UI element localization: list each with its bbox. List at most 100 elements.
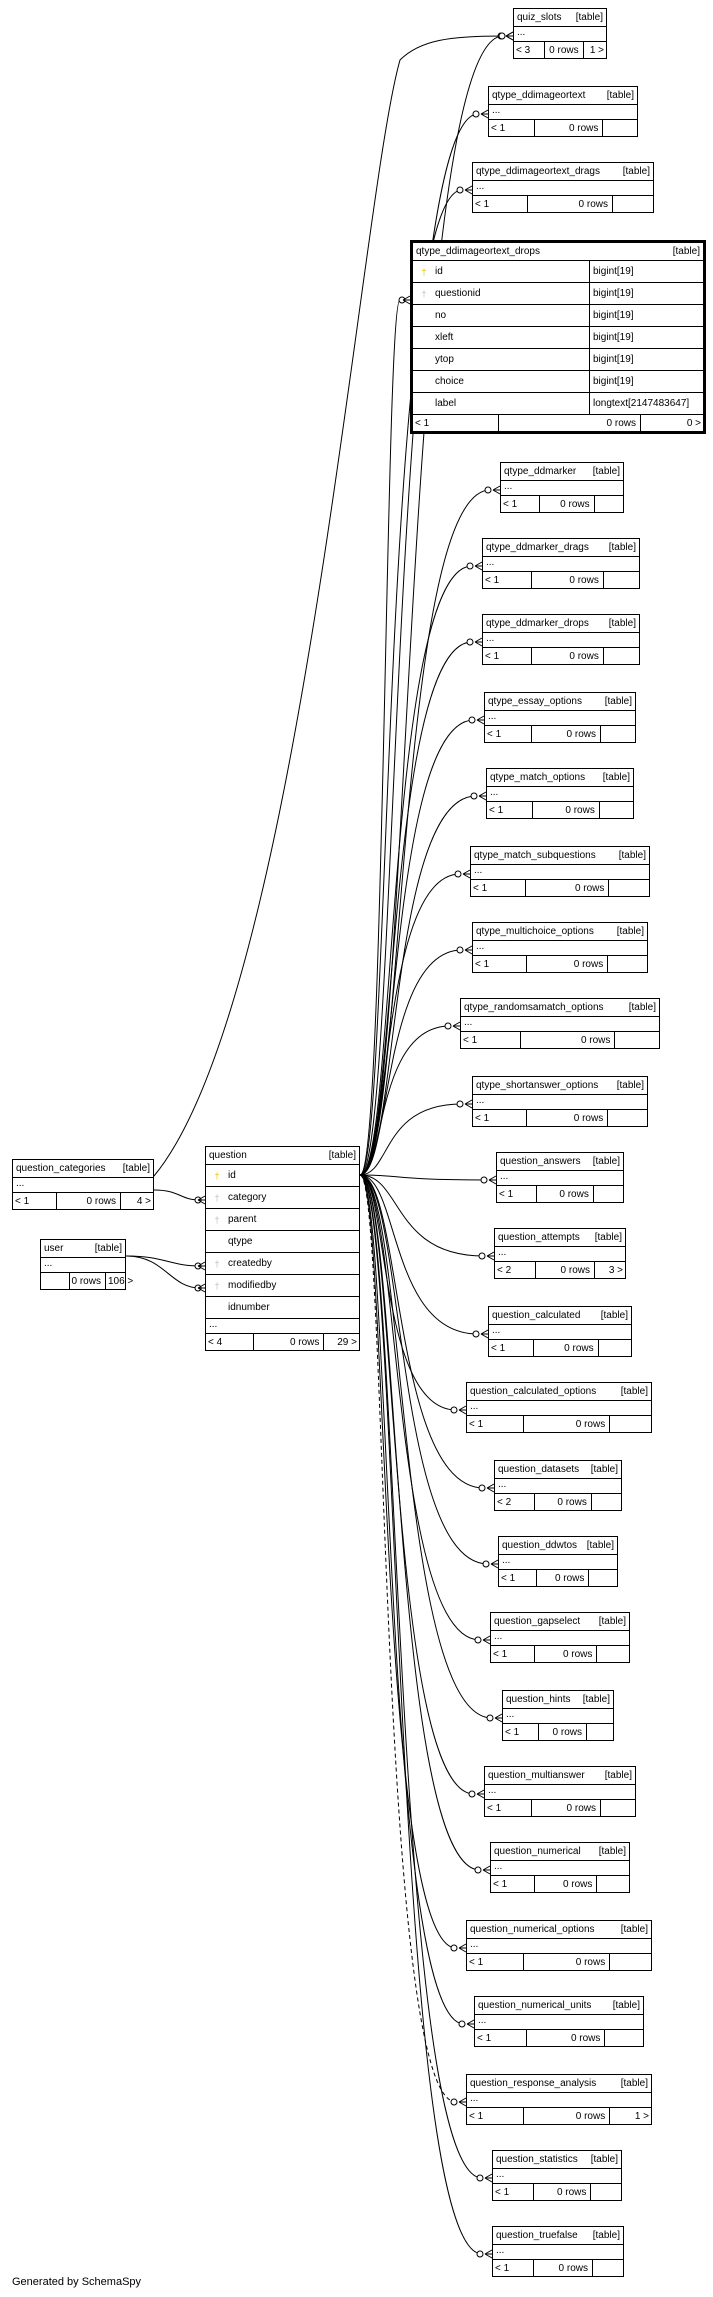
parents-count[interactable] <box>41 1273 70 1289</box>
children-count[interactable] <box>613 196 653 212</box>
parents-count[interactable]: < 1 <box>491 1646 535 1662</box>
parents-count[interactable]: < 1 <box>475 2030 528 2046</box>
parents-count[interactable]: < 1 <box>483 572 532 588</box>
parents-count[interactable]: < 1 <box>413 415 500 431</box>
children-count[interactable] <box>608 1110 647 1126</box>
children-count[interactable] <box>610 1954 651 1970</box>
children-count[interactable] <box>592 1494 621 1510</box>
children-count[interactable] <box>605 2030 643 2046</box>
parents-count[interactable]: < 1 <box>461 1032 522 1048</box>
parents-count[interactable]: < 4 <box>206 1334 254 1350</box>
children-count[interactable] <box>591 2184 621 2200</box>
parents-count[interactable]: < 1 <box>493 2260 535 2276</box>
children-count[interactable] <box>609 880 649 896</box>
parents-count[interactable]: < 1 <box>13 1193 58 1209</box>
parents-count[interactable]: < 1 <box>467 1954 524 1970</box>
parents-count[interactable]: < 1 <box>493 2184 534 2200</box>
children-count[interactable] <box>597 1876 629 1892</box>
column-row[interactable]: †createdby <box>206 1253 359 1275</box>
parents-count[interactable]: < 1 <box>487 802 533 818</box>
column-row[interactable]: idnumber <box>206 1297 359 1319</box>
children-count[interactable]: 1 > <box>634 2110 649 2122</box>
children-count[interactable]: 1 > <box>589 44 604 56</box>
parents-count[interactable]: < 2 <box>495 1494 536 1510</box>
children-count[interactable]: 29 > <box>337 1336 357 1348</box>
parents-count[interactable]: < 1 <box>497 1186 538 1202</box>
children-count[interactable] <box>604 572 639 588</box>
children-count[interactable] <box>599 1340 631 1356</box>
children-count[interactable]: 4 > <box>136 1195 151 1207</box>
children-count[interactable] <box>615 1032 659 1048</box>
parents-count[interactable]: < 1 <box>467 2108 524 2124</box>
parents-count[interactable]: < 1 <box>483 648 532 664</box>
children-count[interactable] <box>604 648 639 664</box>
children-count[interactable] <box>589 1570 617 1586</box>
children-count[interactable] <box>594 1186 623 1202</box>
parents-count[interactable]: < 1 <box>473 196 529 212</box>
table-qtype-randomsamatch-options[interactable]: qtype_randomsamatch_options[table]...< 1… <box>460 998 660 1049</box>
children-count[interactable] <box>610 1416 651 1432</box>
parents-count[interactable]: < 1 <box>473 1110 527 1126</box>
children-count[interactable] <box>593 2260 623 2276</box>
parents-count[interactable]: < 1 <box>499 1570 538 1586</box>
parents-count[interactable]: < 1 <box>471 880 526 896</box>
table-question-calculated-options[interactable]: question_calculated_options[table]...< 1… <box>466 1382 652 1433</box>
parents-count[interactable]: < 1 <box>485 1800 532 1816</box>
children-count[interactable] <box>587 1724 613 1740</box>
children-count[interactable] <box>608 956 647 972</box>
column-row[interactable]: †parent <box>206 1209 359 1231</box>
column-row[interactable]: †id <box>206 1165 359 1187</box>
children-count[interactable] <box>595 496 623 512</box>
column-row[interactable]: †category <box>206 1187 359 1209</box>
parents-count[interactable]: < 1 <box>491 1876 535 1892</box>
children-count[interactable] <box>601 1800 635 1816</box>
children-count[interactable] <box>600 802 633 818</box>
parents-count[interactable]: < 1 <box>489 120 536 136</box>
children-count[interactable]: 3 > <box>608 1264 623 1276</box>
children-count[interactable]: 106 > <box>107 1275 134 1287</box>
parents-count[interactable]: < 1 <box>467 1416 524 1432</box>
parents-count[interactable]: < 3 <box>514 42 545 58</box>
column-row[interactable]: †modifiedby <box>206 1275 359 1297</box>
parents-count[interactable]: < 1 <box>503 1724 539 1740</box>
children-count[interactable] <box>603 120 637 136</box>
children-count[interactable] <box>601 726 635 742</box>
parents-count[interactable]: < 2 <box>495 1262 537 1278</box>
parents-count[interactable]: < 1 <box>501 496 541 512</box>
parents-count[interactable]: < 1 <box>473 956 527 972</box>
